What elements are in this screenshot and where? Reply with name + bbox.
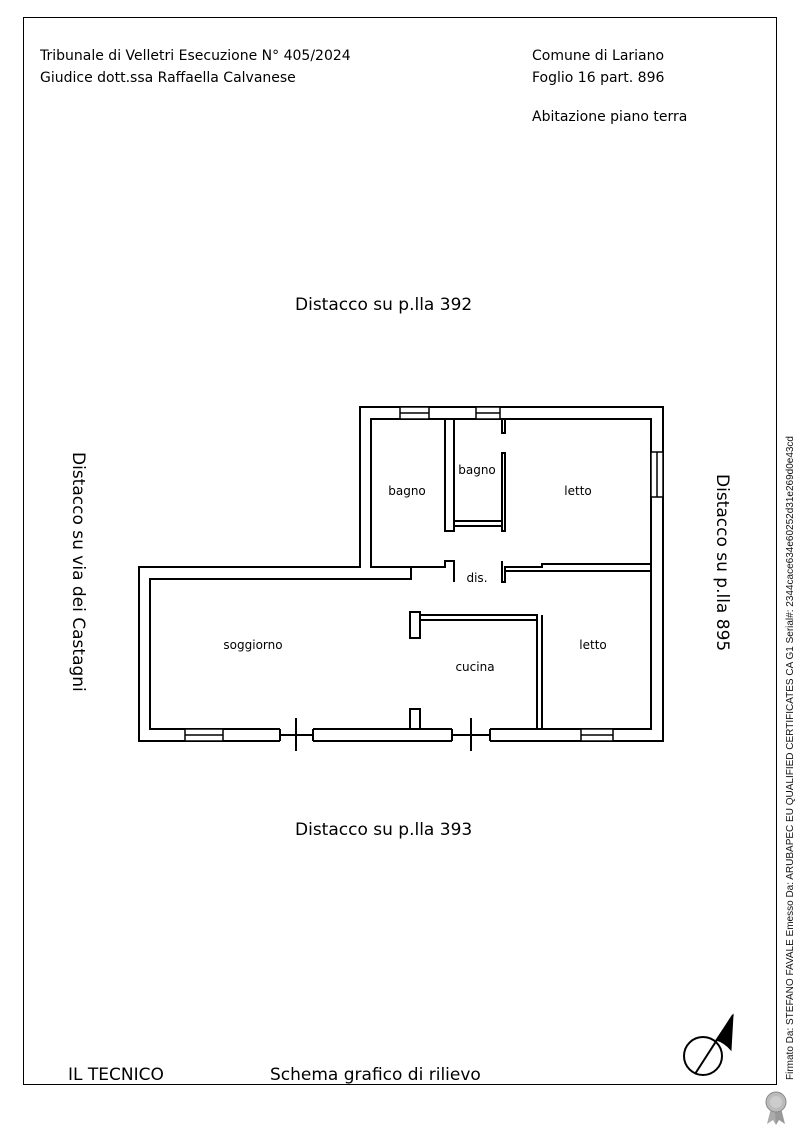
room-label-bagno: bagno xyxy=(388,484,426,498)
cadastral-reference: Foglio 16 part. 896 xyxy=(532,70,665,86)
digital-signature-text: Firmato Da: STEFANO FAVALE Emesso Da: AR… xyxy=(785,436,796,1080)
technician-label: IL TECNICO xyxy=(68,1065,164,1085)
room-label-letto: letto xyxy=(579,638,607,652)
page-border xyxy=(23,17,777,1085)
room-label-disimpegno: dis. xyxy=(466,571,488,585)
outer-wall-outline xyxy=(138,406,664,742)
drawing-caption: Schema grafico di rilievo xyxy=(270,1065,481,1085)
judge-line: Giudice dott.ssa Raffaella Calvanese xyxy=(40,70,296,86)
room-label-cucina: cucina xyxy=(455,660,495,674)
municipality: Comune di Lariano xyxy=(532,48,665,64)
room-label-bagno: bagno xyxy=(458,463,496,477)
boundary-top: Distacco su p.lla 392 xyxy=(295,295,473,315)
inner-wall-outline xyxy=(149,418,652,730)
north-arrow-icon xyxy=(683,1013,734,1076)
unit-description: Abitazione piano terra xyxy=(532,109,688,125)
room-label-soggiorno: soggiorno xyxy=(223,638,283,652)
boundary-bottom: Distacco su p.lla 393 xyxy=(295,820,473,840)
court-line: Tribunale di Velletri Esecuzione N° 405/… xyxy=(40,48,351,64)
room-label-letto: letto xyxy=(564,484,592,498)
signature-seal-icon xyxy=(765,1091,787,1125)
